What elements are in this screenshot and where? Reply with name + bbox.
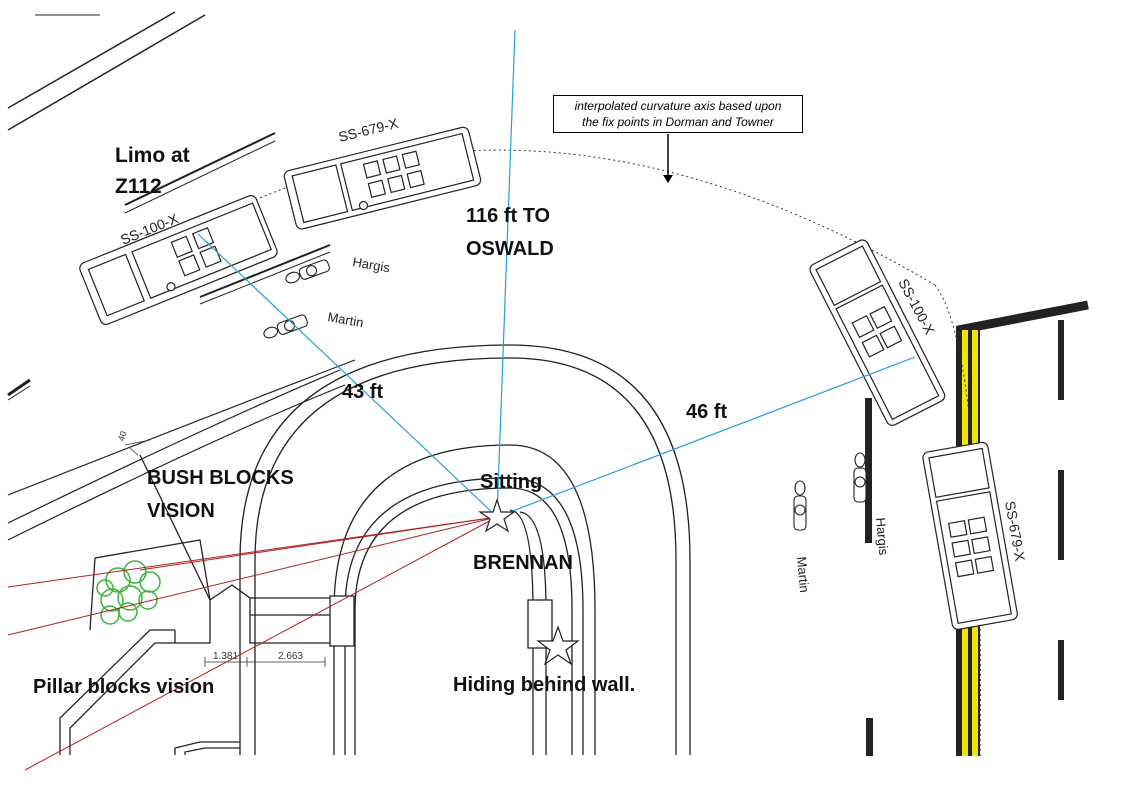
label-brennan: BRENNAN: [473, 552, 573, 574]
label-distance-oswald-1: 116 ft TO: [466, 205, 550, 227]
blue-sightlines: [197, 29, 916, 518]
label-sitting: Sitting: [480, 471, 542, 493]
follow-right-vehicle: [922, 441, 1018, 630]
label-hargis-left: Hargis: [351, 254, 391, 275]
curvature-note-line2: the fix points in Dorman and Towner: [582, 115, 774, 129]
label-follow-left: SS-679-X: [337, 115, 400, 145]
label-pillar: Pillar blocks vision: [33, 676, 214, 698]
label-martin-right: Martin: [794, 556, 812, 593]
curvature-note: interpolated curvature axis based upon t…: [553, 95, 803, 133]
follow-left-vehicle: [283, 126, 482, 230]
dimension-marks: [124, 439, 326, 667]
label-hiding: Hiding behind wall.: [453, 674, 635, 696]
limo-right-vehicle: [809, 239, 946, 426]
label-distance-oswald-2: OSWALD: [466, 238, 554, 260]
curvature-axis: [174, 149, 936, 286]
label-martin-left: Martin: [326, 309, 364, 330]
label-limo-at: Limo at: [115, 144, 190, 167]
limo-left-vehicle: [79, 195, 278, 325]
wall-pillars: [329, 595, 553, 649]
motorcycle-martin-left: [263, 314, 308, 339]
brennan-sitting-star: [478, 498, 516, 533]
motorcycle-hargis-right: [853, 452, 867, 503]
curb-lines: [7, 359, 356, 541]
pillar-structure: [59, 454, 330, 755]
label-distance-43: 43 ft: [342, 381, 383, 403]
label-bush-1: BUSH BLOCKS: [147, 467, 294, 489]
label-distance-46: 46 ft: [686, 401, 727, 423]
motorcycle-hargis-left: [285, 259, 330, 284]
bush: [96, 560, 161, 625]
street-lines: [7, 11, 331, 401]
label-frame: Z112: [115, 175, 162, 198]
note-arrow: [663, 134, 673, 183]
red-sightlines: [7, 516, 498, 771]
curvature-note-line1: interpolated curvature axis based upon: [574, 99, 782, 113]
brennan-hiding-star: [536, 625, 580, 666]
label-hargis-right: Hargis: [873, 517, 891, 556]
dimension-1381: 1.381: [213, 651, 238, 662]
dimension-2663: 2.663: [278, 651, 303, 662]
curvature-axis-right: [934, 284, 981, 757]
dimension-40: 40: [116, 430, 129, 443]
motorcycle-martin-right: [793, 480, 807, 531]
label-bush-2: VISION: [147, 500, 215, 522]
